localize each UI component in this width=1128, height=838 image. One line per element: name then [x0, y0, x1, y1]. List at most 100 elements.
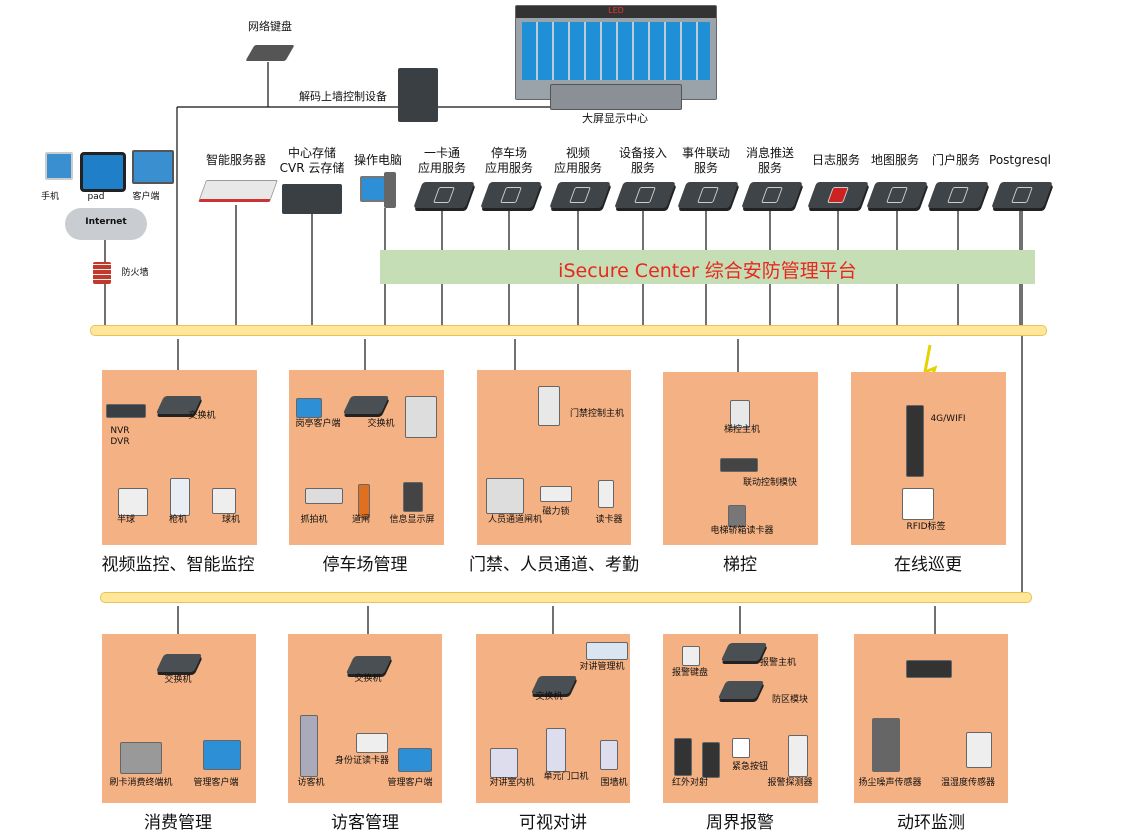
device-label: 读卡器: [595, 515, 623, 525]
server-icon: [927, 182, 989, 208]
keyboard-label: 网络键盘: [248, 20, 292, 33]
pos-terminal-icon: [120, 742, 162, 774]
manage-client-icon: [398, 748, 432, 772]
gateway-icon: [906, 660, 952, 678]
device-label: RFID标签: [906, 522, 946, 532]
server-icon: [614, 182, 676, 208]
booth-client-icon: [296, 398, 322, 418]
bigscreen-label: 大屏显示中心: [582, 112, 648, 125]
server-icon: [677, 182, 739, 208]
nvr-icon: [106, 404, 146, 418]
section-title: 视频监控、智能监控: [101, 555, 255, 575]
device-label: 人员通道闸机: [487, 515, 543, 525]
device-label: 围墙机: [600, 778, 628, 788]
door-station-icon: [546, 728, 566, 772]
device-label: 管理客户端: [387, 778, 433, 788]
pc-tower-icon: [384, 172, 396, 208]
server-icon: [413, 182, 475, 208]
magnetic-lock-icon: [540, 486, 572, 502]
dome-camera-icon: [118, 488, 148, 516]
wall-station-icon: [600, 740, 618, 770]
device-label: 防区模块: [771, 695, 809, 705]
device-label: 温湿度传感器: [940, 778, 996, 788]
device-label: 身份证读卡器: [334, 756, 390, 766]
platform-title: iSecure Center 综合安防管理平台: [558, 260, 857, 282]
intercom-manager-icon: [586, 642, 628, 660]
linkage-module-icon: [720, 458, 758, 472]
device-label: 紧急按钮: [731, 762, 769, 772]
elevator-reader-icon: [728, 505, 746, 527]
device-label: 枪机: [168, 515, 188, 525]
service-label-line2: CVR 云存储: [279, 161, 345, 175]
section-title: 在线巡更: [894, 555, 962, 575]
firewall-icon: [93, 262, 111, 284]
device-label: 岗亭客户端: [295, 419, 341, 429]
server-icon: [549, 182, 611, 208]
device-label: 4G/WIFI: [930, 414, 966, 424]
phone-icon: [45, 152, 73, 180]
device-label: 红外对射: [671, 778, 709, 788]
device-label: 访客机: [297, 778, 325, 788]
temp-humidity-sensor-icon: [966, 732, 992, 768]
service-label-line2: 应用服务: [553, 161, 603, 175]
device-label: 报警探测器: [767, 778, 813, 788]
service-label: 日志服务: [811, 153, 861, 167]
section-title: 停车场管理: [322, 555, 408, 575]
device-label: 交换机: [164, 675, 192, 685]
decoder-label: 解码上墙控制设备: [299, 90, 387, 103]
alarm-keypad-icon: [682, 646, 700, 666]
server-icon: [741, 182, 803, 208]
device-label: 门禁控制主机: [569, 409, 625, 419]
rfid-tag-icon: [902, 488, 934, 520]
server-icon: [866, 182, 928, 208]
pad-icon: [80, 152, 126, 192]
device-label: 交换机: [367, 419, 395, 429]
network-bus-2: [100, 592, 1032, 603]
visitor-kiosk-icon: [300, 715, 318, 777]
indoor-station-icon: [490, 748, 518, 778]
service-label-line2: 服务: [630, 161, 656, 175]
section-title: 门禁、人员通道、考勤: [469, 555, 639, 575]
network-bus-1: [90, 325, 1047, 336]
service-label: 地图服务: [870, 153, 920, 167]
service-label: 中心存储: [287, 146, 337, 160]
client-label: 客户端: [132, 192, 160, 202]
section-title: 可视对讲: [519, 813, 587, 833]
infrared-beam-icon: [674, 738, 692, 776]
phone-label: 手机: [40, 192, 60, 202]
decoder-rack-icon: [398, 68, 438, 122]
service-label: 操作电脑: [353, 153, 403, 167]
device-label: 半球: [116, 515, 136, 525]
led-sign: LED: [516, 6, 716, 18]
service-label: 一卡通: [423, 146, 461, 160]
server-icon: [807, 182, 869, 208]
speed-dome-icon: [212, 488, 236, 514]
service-label: 停车场: [490, 146, 528, 160]
handheld-patrol-icon: [906, 405, 924, 477]
device-label: 球机: [221, 515, 241, 525]
device-label: 电梯轿箱读卡器: [710, 526, 774, 536]
panic-button-icon: [732, 738, 750, 758]
service-label: 消息推送: [745, 146, 795, 160]
device-label: 扬尘噪声传感器: [858, 778, 922, 788]
service-label-line2: 应用服务: [417, 161, 467, 175]
device-label: NVR: [110, 426, 130, 436]
platform-banner: iSecure Center 综合安防管理平台: [380, 250, 1035, 284]
service-label: 视频: [565, 146, 591, 160]
service-label: 智能服务器: [205, 153, 267, 167]
device-label: 报警键盘: [671, 668, 709, 678]
display-screen-icon: [403, 482, 423, 512]
service-label-line2: 应用服务: [484, 161, 534, 175]
firewall-label: 防火墙: [121, 268, 149, 278]
barrier-gate-icon: [358, 484, 370, 518]
manage-client-icon: [203, 740, 241, 770]
device-label: 交换机: [354, 674, 382, 684]
access-controller-icon: [538, 386, 560, 426]
smart-server-icon: [197, 180, 279, 202]
section-title: 周界报警: [706, 813, 774, 833]
device-label: DVR: [110, 437, 130, 447]
service-label-line2: 服务: [757, 161, 783, 175]
storage-icon: [282, 184, 342, 214]
section-title: 动环监测: [897, 813, 965, 833]
